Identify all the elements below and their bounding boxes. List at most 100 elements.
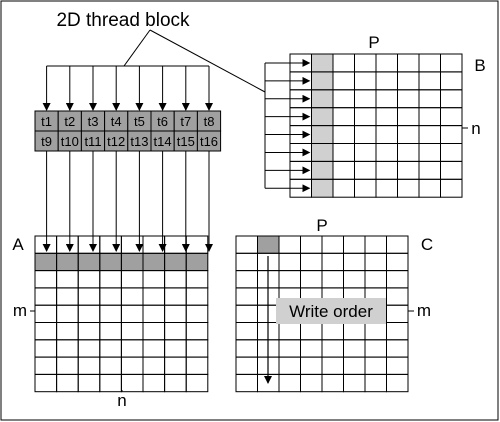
matrix-c-highlight-cell (257, 236, 279, 254)
write-order-box (276, 298, 386, 324)
matrix-a-cell (34, 270, 58, 289)
matrix-c-cell (386, 322, 409, 341)
matrix-c-cell (300, 270, 323, 289)
matrix-b-cell (440, 107, 463, 127)
matrix-a-cell (34, 339, 58, 358)
matrix-b-cell (375, 89, 398, 109)
matrix-b-cell (418, 107, 441, 127)
matrix-a-cell (99, 270, 122, 289)
matrix-c-cell (278, 270, 301, 289)
matrix-a-cell (142, 373, 166, 393)
matrix-a-cell (185, 270, 209, 289)
matrix-b-cell (332, 71, 355, 91)
thread-label: t1 (41, 114, 52, 129)
matrix-b-cell (397, 89, 420, 109)
matrix-b-cell (397, 71, 420, 91)
matrix-b-cell (332, 160, 355, 180)
matrix-c-cell (321, 373, 344, 393)
matrix-a-cell (164, 270, 187, 289)
matrix-a-cell (120, 270, 144, 289)
matrix-b-cell (418, 89, 441, 109)
matrix-a-cell (164, 235, 187, 254)
thread-label: t14 (154, 134, 172, 149)
matrix-b-cell (354, 178, 377, 198)
matrix-a-cell (120, 373, 144, 393)
matrix-b-cell (418, 143, 441, 162)
matrix-c-cell (343, 339, 366, 358)
matrix-b-cell (397, 125, 420, 144)
matrix-a-cell (185, 339, 209, 358)
matrix-a-cell (77, 339, 101, 358)
matrix-c-cell (321, 322, 344, 341)
matrix-c-cell (235, 339, 258, 358)
matrix-a-cell (164, 373, 187, 393)
matrix-a-cell (164, 304, 187, 324)
matrix-a-cell (56, 322, 79, 341)
matrix-c-cell (235, 270, 258, 289)
matrix-b-cell (397, 160, 420, 180)
matrix-a-cell (34, 356, 58, 375)
matrix-c-cell (386, 235, 409, 254)
title-connector-lines (123, 29, 266, 93)
matrix-a-cell (120, 287, 144, 306)
matrix-b-cell (354, 53, 377, 73)
matrix-a-cell (77, 373, 101, 393)
matrix-c-cell (278, 339, 301, 358)
matrix-a-cell (34, 287, 58, 306)
matrix-a-cell (185, 235, 209, 254)
matrix-c-cell (321, 356, 344, 375)
matrix-c-cell (235, 356, 258, 375)
matrix-a-cell (120, 356, 144, 375)
matrix-c-cell (278, 356, 301, 375)
matrix-a-cell (142, 356, 166, 375)
thread-label: t10 (61, 134, 79, 149)
matrix-c-cell (386, 304, 409, 324)
matrix-c-cell (343, 235, 366, 254)
matrix-c-cell (386, 339, 409, 358)
matrix-b-cell (397, 178, 420, 198)
matrix-a-bottom-label: n (117, 391, 126, 410)
matrix-a-cell (164, 356, 187, 375)
matrix-c-badge: C (421, 235, 433, 254)
matrix-a-cell (99, 373, 122, 393)
matrix-b-cell (418, 125, 441, 144)
matrix-a-cell (99, 235, 122, 254)
matrix-a-cell (56, 373, 79, 393)
matrix-a-cell (77, 235, 101, 254)
matrix-c-cell (386, 270, 409, 289)
matrix-c-cell (321, 235, 344, 254)
matrix-a-cell (185, 373, 209, 393)
matrix-b-cell (440, 53, 463, 73)
matrix-a-cell (142, 339, 166, 358)
thread-label: t2 (64, 114, 75, 129)
matrix-a (30, 235, 209, 393)
matrix-b-cell (375, 71, 398, 91)
matrix-c-cell (364, 270, 387, 289)
matrix-b-cell (375, 107, 398, 127)
matrix-a-cell (34, 322, 58, 341)
matrix-a-cell (56, 270, 79, 289)
matrix-c-cell (300, 322, 323, 341)
thread-label: t5 (134, 114, 145, 129)
matrix-b-cell (332, 178, 355, 198)
matrix-a-cell (142, 235, 166, 254)
matrix-c-cell (343, 322, 366, 341)
thread-label: t9 (41, 134, 52, 149)
matrix-a-cell (56, 356, 79, 375)
matrix-c-cell (278, 252, 301, 272)
matrix-b-cell (354, 125, 377, 144)
matrix-a-cell (34, 235, 58, 254)
matrix-b-cell (332, 89, 355, 109)
matrix-c-cell (300, 373, 323, 393)
matrix-c-cell (364, 235, 387, 254)
matrix-b-cell (418, 53, 441, 73)
matrix-c-cell (235, 304, 258, 324)
matrix-a-badge: A (12, 235, 24, 254)
matrix-a-cell (142, 270, 166, 289)
matrix-b-cell (375, 53, 398, 73)
matrix-a-cell (99, 356, 122, 375)
matrix-c-cell (278, 373, 301, 393)
matrix-c-cell (364, 339, 387, 358)
